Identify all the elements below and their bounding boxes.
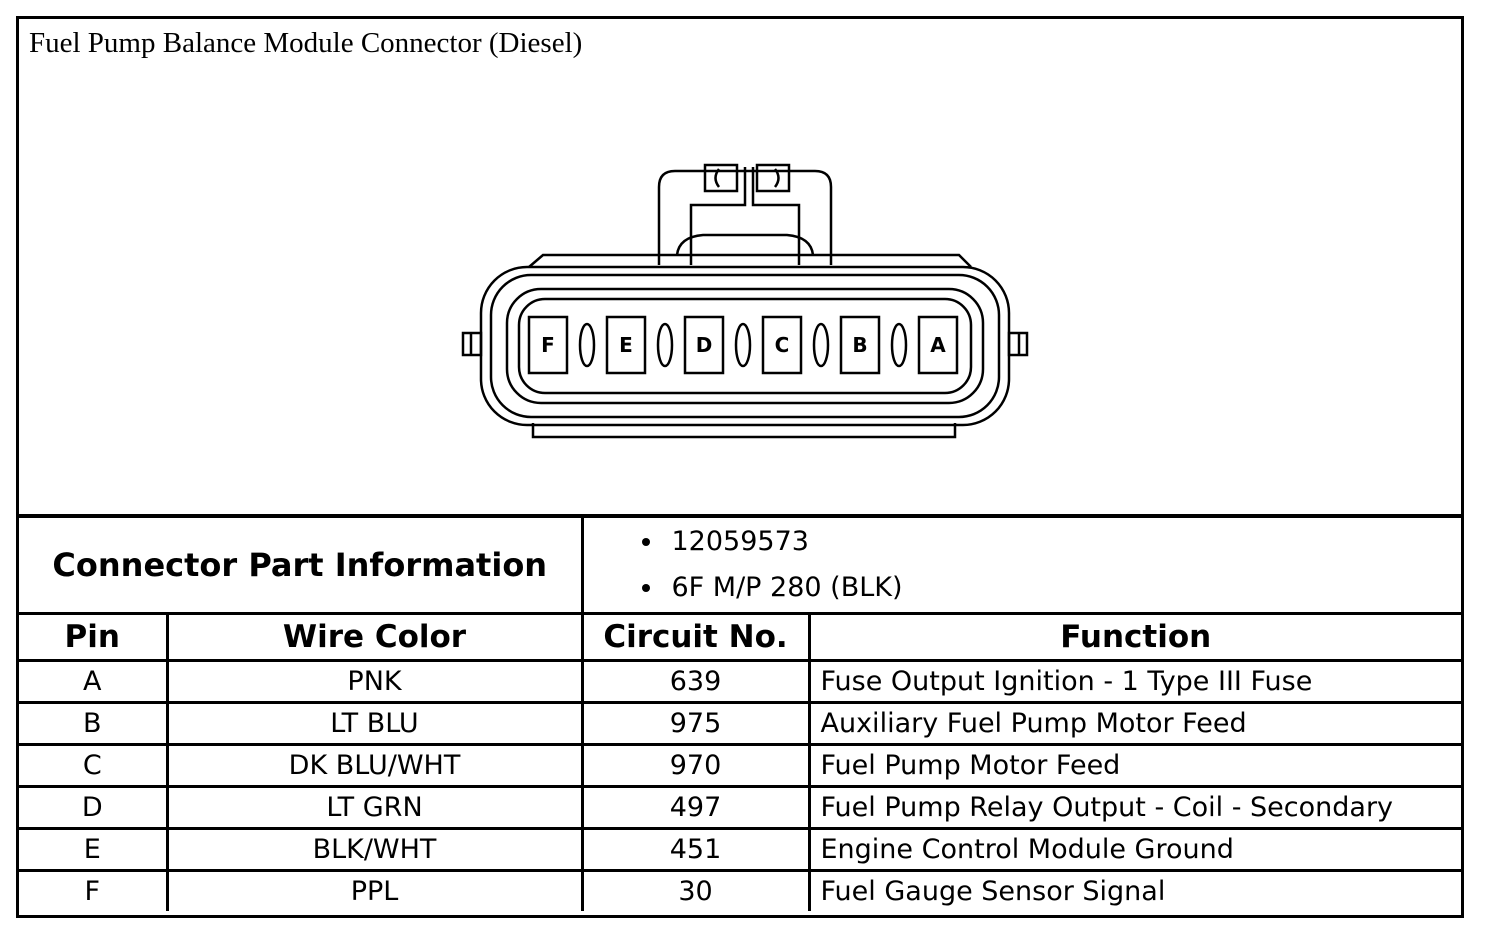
wire-color-cell: LT BLU xyxy=(165,701,584,746)
page-title: Fuel Pump Balance Module Connector (Dies… xyxy=(29,27,583,59)
function-cell: Fuel Pump Relay Output - Coil - Secondar… xyxy=(807,785,1462,830)
circuit-cell: 451 xyxy=(580,827,811,872)
pin-cell: A xyxy=(19,659,169,704)
wire-color-cell: BLK/WHT xyxy=(165,827,584,872)
latch-hook-left-curve xyxy=(714,168,721,188)
part-info-values: 12059573 6F M/P 280 (BLK) xyxy=(580,514,1462,615)
latch-arch xyxy=(675,233,815,256)
pin-cavity-f xyxy=(527,315,569,375)
pin-label: E xyxy=(619,333,633,357)
function-cell: Fuse Output Ignition - 1 Type III Fuse xyxy=(807,659,1462,704)
wire-color-cell: DK BLU/WHT xyxy=(165,743,584,788)
table-row: C DK BLU/WHT 970 Fuel Pump Motor Feed xyxy=(19,743,1462,788)
function-cell: Fuel Gauge Sensor Signal xyxy=(807,869,1462,911)
col-header-circuit: Circuit No. xyxy=(580,612,811,662)
part-number: 12059573 xyxy=(641,519,1462,565)
cavity-separator xyxy=(734,322,752,368)
latch-right-rib xyxy=(751,167,801,265)
circuit-cell: 497 xyxy=(580,785,811,830)
circuit-cell: 639 xyxy=(580,659,811,704)
circuit-cell: 970 xyxy=(580,743,811,788)
table-row: D LT GRN 497 Fuel Pump Relay Output - Co… xyxy=(19,785,1462,830)
cavity-inner xyxy=(517,297,973,395)
col-header-pin: Pin xyxy=(19,612,169,662)
table-row: E BLK/WHT 451 Engine Control Module Grou… xyxy=(19,827,1462,872)
pin-cavity-e xyxy=(605,315,647,375)
col-header-function: Function xyxy=(807,612,1462,662)
pin-cell: D xyxy=(19,785,169,830)
pin-cell: B xyxy=(19,701,169,746)
table-row: F PPL 30 Fuel Gauge Sensor Signal xyxy=(19,869,1462,911)
cavity-separator xyxy=(890,322,908,368)
pin-cell: F xyxy=(19,869,169,911)
function-cell: Fuel Pump Motor Feed xyxy=(807,743,1462,788)
cavity-separator xyxy=(656,322,674,368)
part-info-row: Connector Part Information 12059573 6F M… xyxy=(19,514,1462,615)
pin-label: B xyxy=(852,333,867,357)
circuit-cell: 975 xyxy=(580,701,811,746)
pin-cavity-a xyxy=(917,315,959,375)
wire-color-cell: PPL xyxy=(165,869,584,911)
latch-left-rib xyxy=(689,167,747,265)
pin-label: C xyxy=(775,333,790,357)
table-row: A PNK 639 Fuse Output Ignition - 1 Type … xyxy=(19,659,1462,704)
pin-cell: E xyxy=(19,827,169,872)
cavity-separator xyxy=(578,322,596,368)
pin-label: D xyxy=(696,333,713,357)
latch-hook-right-curve xyxy=(773,168,780,188)
cavity-separator xyxy=(812,322,830,368)
latch-hook-right xyxy=(755,163,791,193)
connector-sheet: Fuel Pump Balance Module Connector (Dies… xyxy=(16,16,1464,918)
circuit-cell: 30 xyxy=(580,869,811,911)
pin-label: A xyxy=(930,333,946,357)
table-row: B LT BLU 975 Auxiliary Fuel Pump Motor F… xyxy=(19,701,1462,746)
bottom-rail xyxy=(531,423,957,439)
pin-cell: C xyxy=(19,743,169,788)
pin-cavity-c xyxy=(761,315,803,375)
col-header-wire-color: Wire Color xyxy=(165,612,584,662)
housing-shoulder xyxy=(528,253,972,268)
function-cell: Engine Control Module Ground xyxy=(807,827,1462,872)
pin-cavity-d xyxy=(683,315,725,375)
pin-cavity-b xyxy=(839,315,881,375)
function-cell: Auxiliary Fuel Pump Motor Feed xyxy=(807,701,1462,746)
pin-label: F xyxy=(541,333,555,357)
part-info-label: Connector Part Information xyxy=(19,514,584,615)
cavity-outer xyxy=(505,287,985,405)
wire-color-cell: LT GRN xyxy=(165,785,584,830)
housing-inner xyxy=(489,273,1001,419)
part-description: 6F M/P 280 (BLK) xyxy=(641,565,1462,611)
wire-color-cell: PNK xyxy=(165,659,584,704)
connector-table: Connector Part Information 12059573 6F M… xyxy=(19,514,1462,911)
latch-hook-left xyxy=(703,163,739,193)
header-row: Pin Wire Color Circuit No. Function xyxy=(19,612,1462,662)
